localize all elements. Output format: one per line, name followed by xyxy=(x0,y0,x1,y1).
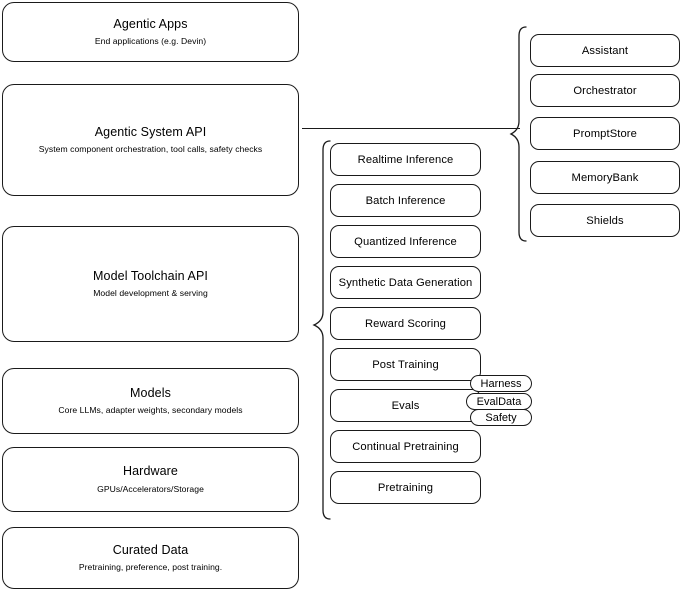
component-shields[interactable]: Shields xyxy=(530,204,680,237)
layer-title: Agentic Apps xyxy=(113,16,188,31)
layer-subtitle: End applications (e.g. Devin) xyxy=(94,36,207,47)
evals-safety-pill[interactable]: Safety xyxy=(470,409,532,426)
component-label: MemoryBank xyxy=(571,171,639,184)
layer-subtitle: Pretraining, preference, post training. xyxy=(78,562,223,573)
toolchain-reward-scoring[interactable]: Reward Scoring xyxy=(330,307,481,340)
layer-title: Agentic System API xyxy=(94,124,207,139)
toolchain-label: Synthetic Data Generation xyxy=(338,276,473,289)
layer-subtitle: Model development & serving xyxy=(93,288,208,299)
toolchain-label: Realtime Inference xyxy=(357,153,454,166)
connector-system-api-to-components xyxy=(302,128,520,130)
pill-label: Harness xyxy=(480,377,522,390)
toolchain-continual-pretraining[interactable]: Continual Pretraining xyxy=(330,430,481,463)
brace-system-components xyxy=(508,24,528,244)
toolchain-label: Continual Pretraining xyxy=(352,440,459,453)
layer-title: Models xyxy=(130,385,171,400)
toolchain-label: Evals xyxy=(391,399,420,412)
component-label: Shields xyxy=(586,214,624,227)
toolchain-synthetic-data-generation[interactable]: Synthetic Data Generation xyxy=(330,266,481,299)
layer-agentic-apps[interactable]: Agentic Apps End applications (e.g. Devi… xyxy=(2,2,299,62)
toolchain-realtime-inference[interactable]: Realtime Inference xyxy=(330,143,481,176)
layer-agentic-system-api[interactable]: Agentic System API System component orch… xyxy=(2,84,299,196)
component-label: PromptStore xyxy=(573,127,637,140)
layer-title: Hardware xyxy=(123,464,178,479)
toolchain-label: Quantized Inference xyxy=(354,235,457,248)
toolchain-label: Reward Scoring xyxy=(365,317,446,330)
component-memorybank[interactable]: MemoryBank xyxy=(530,161,680,194)
component-promptstore[interactable]: PromptStore xyxy=(530,117,680,150)
evals-evaldata-pill[interactable]: EvalData xyxy=(466,393,532,410)
pill-label: Safety xyxy=(485,411,517,424)
layer-models[interactable]: Models Core LLMs, adapter weights, secon… xyxy=(2,368,299,434)
toolchain-post-training[interactable]: Post Training xyxy=(330,348,481,381)
layer-hardware[interactable]: Hardware GPUs/Accelerators/Storage xyxy=(2,447,299,512)
toolchain-batch-inference[interactable]: Batch Inference xyxy=(330,184,481,217)
toolchain-label: Pretraining xyxy=(377,481,434,494)
pill-label: EvalData xyxy=(476,395,522,408)
component-assistant[interactable]: Assistant xyxy=(530,34,680,67)
toolchain-evals[interactable]: Evals xyxy=(330,389,481,422)
layer-model-toolchain-api[interactable]: Model Toolchain API Model development & … xyxy=(2,226,299,342)
toolchain-pretraining[interactable]: Pretraining xyxy=(330,471,481,504)
layer-subtitle: System component orchestration, tool cal… xyxy=(38,144,263,155)
layer-curated-data[interactable]: Curated Data Pretraining, preference, po… xyxy=(2,527,299,589)
toolchain-label: Post Training xyxy=(372,358,439,371)
component-orchestrator[interactable]: Orchestrator xyxy=(530,74,680,107)
evals-harness-pill[interactable]: Harness xyxy=(470,375,532,392)
layer-title: Curated Data xyxy=(112,542,189,557)
layer-title: Model Toolchain API xyxy=(93,268,208,283)
component-label: Orchestrator xyxy=(573,84,637,97)
brace-toolchain-components xyxy=(310,138,332,522)
component-label: Assistant xyxy=(581,44,629,57)
toolchain-label: Batch Inference xyxy=(365,194,446,207)
layer-subtitle: GPUs/Accelerators/Storage xyxy=(97,483,204,494)
layer-subtitle: Core LLMs, adapter weights, secondary mo… xyxy=(58,405,243,416)
toolchain-quantized-inference[interactable]: Quantized Inference xyxy=(330,225,481,258)
